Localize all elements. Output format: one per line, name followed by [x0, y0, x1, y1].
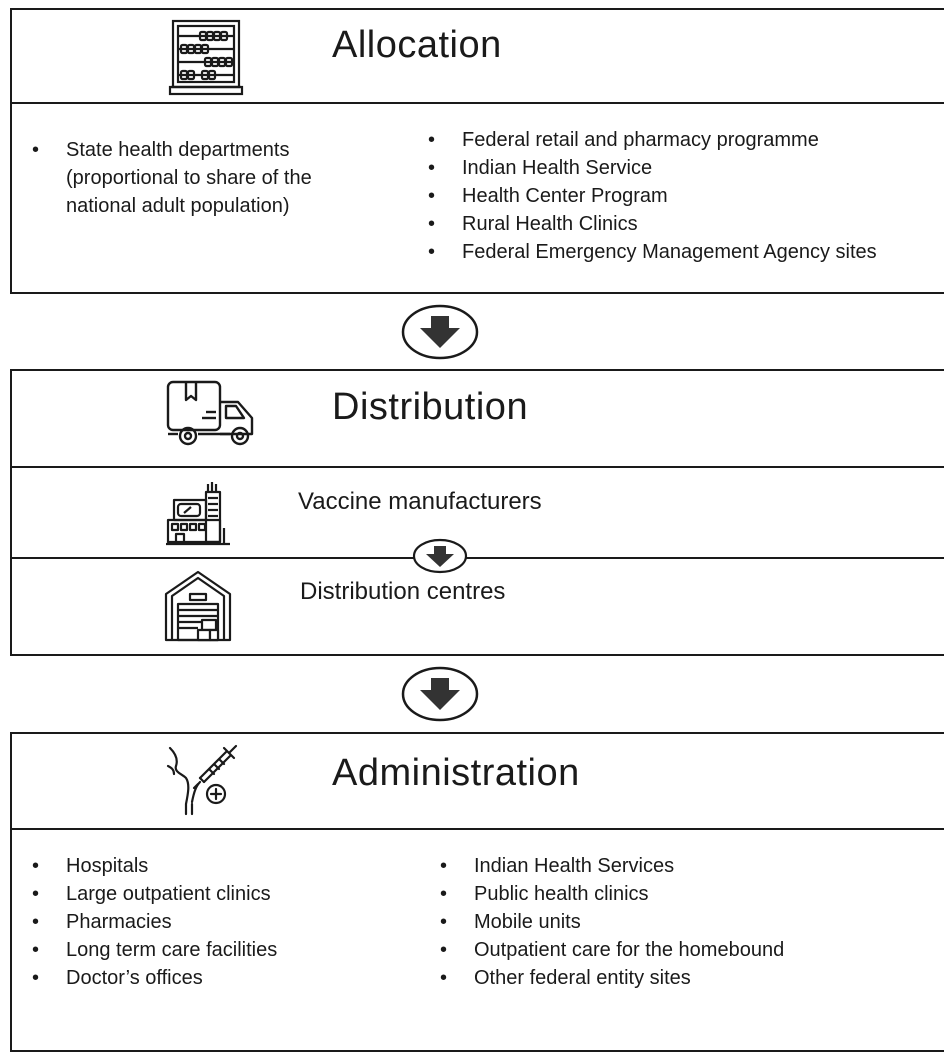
allocation-divider	[10, 102, 944, 104]
allocation-right-item: Health Center Program	[424, 182, 877, 210]
administration-title: Administration	[332, 752, 580, 794]
delivery-truck-icon	[166, 380, 254, 446]
administration-left-list: Hospitals Large outpatient clinics Pharm…	[28, 852, 277, 992]
administration-left-item: Pharmacies	[28, 908, 277, 936]
distribution-divider	[10, 466, 944, 468]
administration-left-item: Large outpatient clinics	[28, 880, 277, 908]
warehouse-icon	[164, 570, 232, 642]
administration-right-item: Other federal entity sites	[436, 964, 784, 992]
down-arrow-circle-icon	[401, 304, 479, 360]
distribution-title: Distribution	[332, 386, 529, 428]
allocation-right-item: Indian Health Service	[424, 154, 877, 182]
allocation-left-list: State health departments (proportional t…	[28, 136, 368, 220]
allocation-right-item: Rural Health Clinics	[424, 210, 877, 238]
administration-left-item: Hospitals	[28, 852, 277, 880]
down-arrow-circle-icon	[412, 538, 468, 574]
down-arrow-circle-icon	[401, 666, 479, 722]
administration-right-item: Public health clinics	[436, 880, 784, 908]
allocation-left-item: State health departments (proportional t…	[28, 136, 368, 220]
allocation-right-list: Federal retail and pharmacy programme In…	[424, 126, 877, 266]
administration-right-item: Mobile units	[436, 908, 784, 936]
allocation-right-item: Federal retail and pharmacy programme	[424, 126, 877, 154]
administration-right-list: Indian Health Services Public health cli…	[436, 852, 784, 992]
administration-right-item: Outpatient care for the homebound	[436, 936, 784, 964]
administration-left-item: Doctor’s offices	[28, 964, 277, 992]
administration-right-item: Indian Health Services	[436, 852, 784, 880]
allocation-title: Allocation	[332, 24, 502, 66]
abacus-icon	[168, 19, 244, 96]
manufacturers-label: Vaccine manufacturers	[298, 488, 542, 515]
factory-icon	[166, 482, 230, 546]
centres-label: Distribution centres	[300, 578, 506, 605]
administration-left-item: Long term care facilities	[28, 936, 277, 964]
distribution-divider-inner	[10, 557, 944, 559]
administration-divider	[10, 828, 944, 830]
vaccine-injection-icon	[166, 744, 238, 816]
allocation-right-item: Federal Emergency Management Agency site…	[424, 238, 877, 266]
